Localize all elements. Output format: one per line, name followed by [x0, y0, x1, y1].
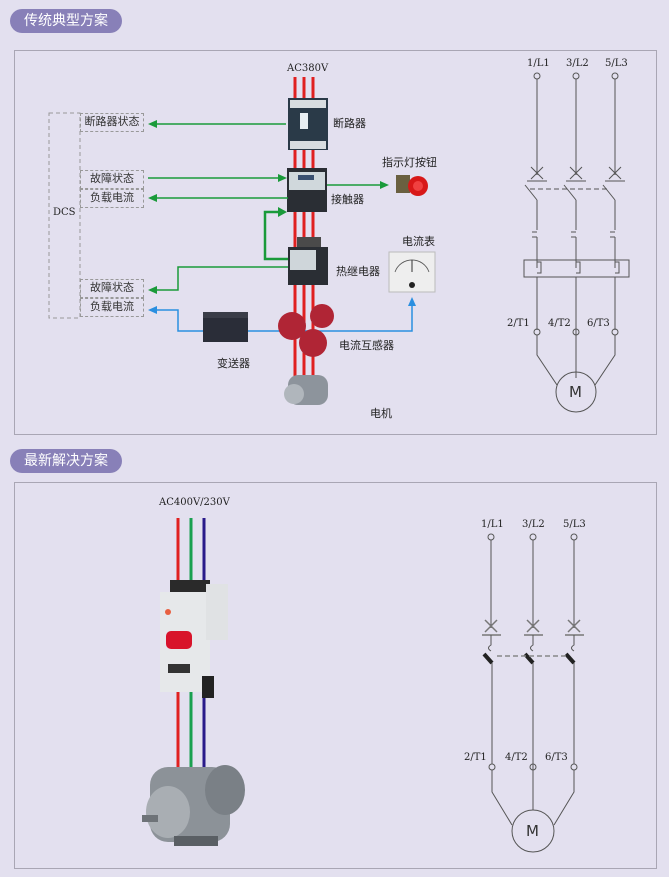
section-title-new: 最新解决方案	[10, 449, 122, 473]
supply-label-new: AC400V/230V	[159, 497, 230, 508]
schematic-traditional	[523, 72, 630, 413]
label-motor: 电机	[370, 407, 392, 420]
terminal-6-t3: 6/T3	[587, 318, 610, 329]
section-title-traditional: 传统典型方案	[10, 9, 122, 33]
dcs-bracket	[48, 112, 81, 319]
label-ammeter: 电流表	[402, 235, 435, 248]
thermal-relay-device	[288, 237, 328, 285]
terminal-6-t3-new: 6/T3	[545, 752, 568, 763]
green-signal-lines	[148, 123, 382, 291]
dcs-signal-load-current-2: 负载电流	[80, 298, 144, 317]
contactor-device	[287, 168, 327, 212]
label-transmitter: 变送器	[217, 357, 250, 370]
terminal-3-l2-new: 3/L2	[522, 519, 545, 530]
motor-device-new	[142, 765, 245, 846]
terminal-2-t1: 2/T1	[507, 318, 530, 329]
label-contactor: 接触器	[331, 193, 364, 206]
motor-symbol-traditional: M	[569, 383, 582, 401]
label-thermal-relay: 热继电器	[336, 265, 380, 278]
terminal-5-l3-new: 5/L3	[563, 519, 586, 530]
dcs-signal-breaker-status: 断路器状态	[80, 113, 144, 132]
blue-signal-line	[155, 305, 413, 332]
motor-symbol-new: M	[526, 822, 539, 840]
dcs-signal-fault-status-2: 故障状态	[80, 279, 144, 298]
motor-protector-device	[160, 580, 228, 698]
motor-device-traditional	[284, 375, 328, 405]
supply-label-traditional: AC380V	[287, 63, 329, 74]
terminal-2-t1-new: 2/T1	[464, 752, 487, 763]
label-indicator-button: 指示灯按钮	[382, 156, 437, 169]
ammeter-device	[388, 251, 436, 293]
dcs-signal-load-current-1: 负载电流	[80, 189, 144, 208]
terminal-4-t2: 4/T2	[548, 318, 571, 329]
dcs-label: DCS	[53, 207, 76, 218]
dcs-signal-fault-status-1: 故障状态	[80, 170, 144, 189]
terminal-1-l1: 1/L1	[527, 58, 550, 69]
terminal-4-t2-new: 4/T2	[505, 752, 528, 763]
label-breaker: 断路器	[333, 117, 366, 130]
schematic-new	[482, 533, 584, 853]
indicator-button-device	[396, 175, 428, 196]
terminal-5-l3: 5/L3	[605, 58, 628, 69]
label-current-transformer: 电流互感器	[339, 339, 394, 352]
terminal-1-l1-new: 1/L1	[481, 519, 504, 530]
terminal-3-l2: 3/L2	[566, 58, 589, 69]
transmitter-device	[203, 312, 248, 342]
breaker-device	[288, 98, 328, 150]
green-arrowheads	[148, 120, 389, 294]
current-transformer-device	[278, 304, 334, 357]
traditional-panel	[14, 50, 657, 435]
new-panel	[14, 482, 657, 869]
